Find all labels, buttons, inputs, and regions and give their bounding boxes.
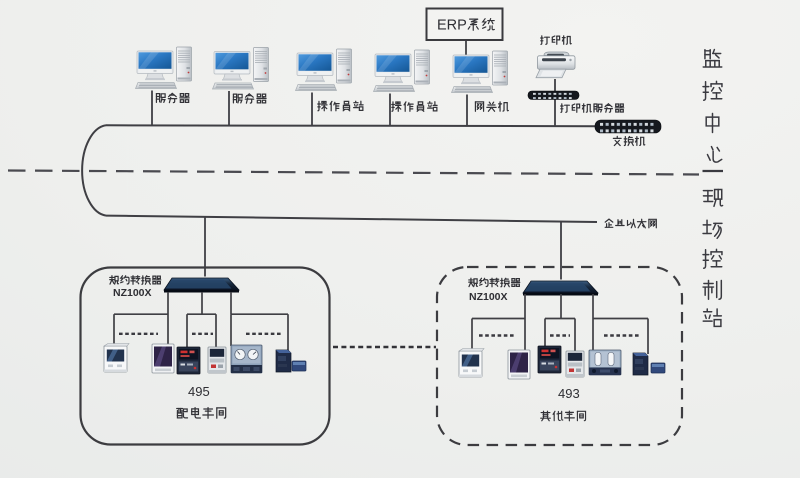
svg-text:ERP: ERP [437, 18, 467, 34]
svg-text:NZ100X: NZ100X [469, 291, 508, 303]
svg-text:NZ100X: NZ100X [113, 287, 152, 299]
svg-text:495: 495 [188, 384, 210, 399]
svg-text:493: 493 [558, 386, 580, 401]
